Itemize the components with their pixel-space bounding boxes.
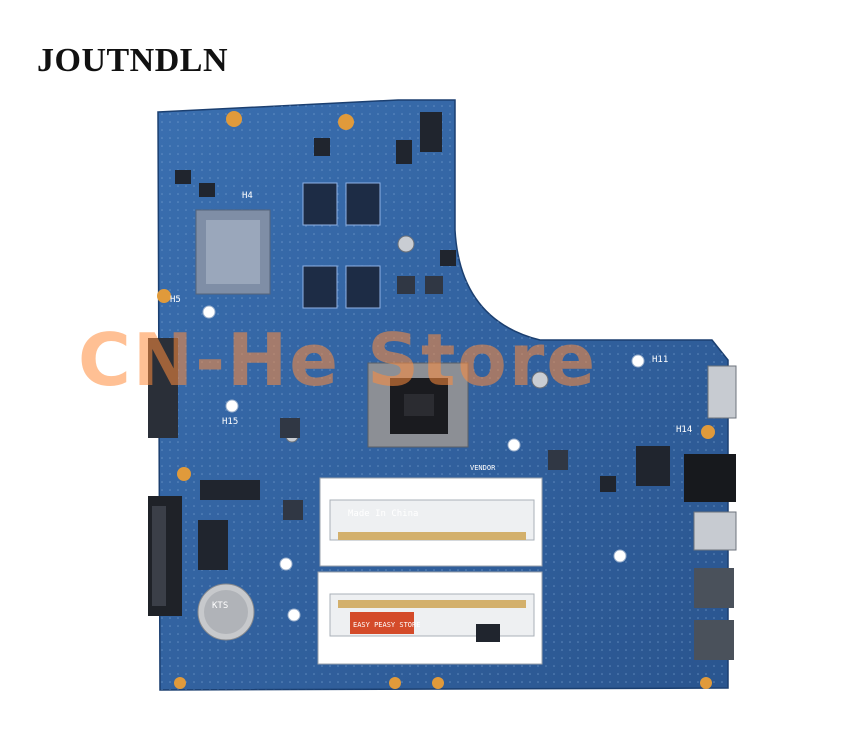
- label-h4: H4: [242, 191, 253, 201]
- mount-pads: [157, 111, 715, 689]
- label-h14: H14: [676, 425, 692, 435]
- label-vendor: VENDOR: [470, 464, 496, 472]
- memory-chips: [302, 182, 381, 309]
- label-made-in: Made In China: [348, 509, 418, 519]
- label-h11: H11: [652, 355, 668, 365]
- store-sticker: [350, 612, 414, 634]
- label-dimm1-bottom: DIMM1: [334, 645, 358, 654]
- screw-holes: [202, 305, 645, 622]
- usb-port-3: [694, 620, 734, 660]
- label-h15: H15: [222, 417, 238, 427]
- rj45-port: [684, 454, 736, 502]
- left-connector: [148, 338, 178, 438]
- usb-port-1: [693, 511, 737, 551]
- small-components: [175, 112, 670, 642]
- label-store-sticker: EASY PEASY STORE: [353, 621, 420, 629]
- hdmi-port: [707, 365, 737, 419]
- usb-port-2: [694, 568, 734, 608]
- label-dimm1-top: DIMM1: [322, 483, 346, 492]
- inductors: [280, 276, 568, 520]
- label-sticker-serial: 8SSB20J19021 1MP6AP02J0: [368, 478, 465, 486]
- label-h5: H5: [170, 295, 181, 305]
- brand-title: JOUTNDLN: [37, 42, 229, 79]
- label-coin-cell: KTS: [212, 601, 228, 611]
